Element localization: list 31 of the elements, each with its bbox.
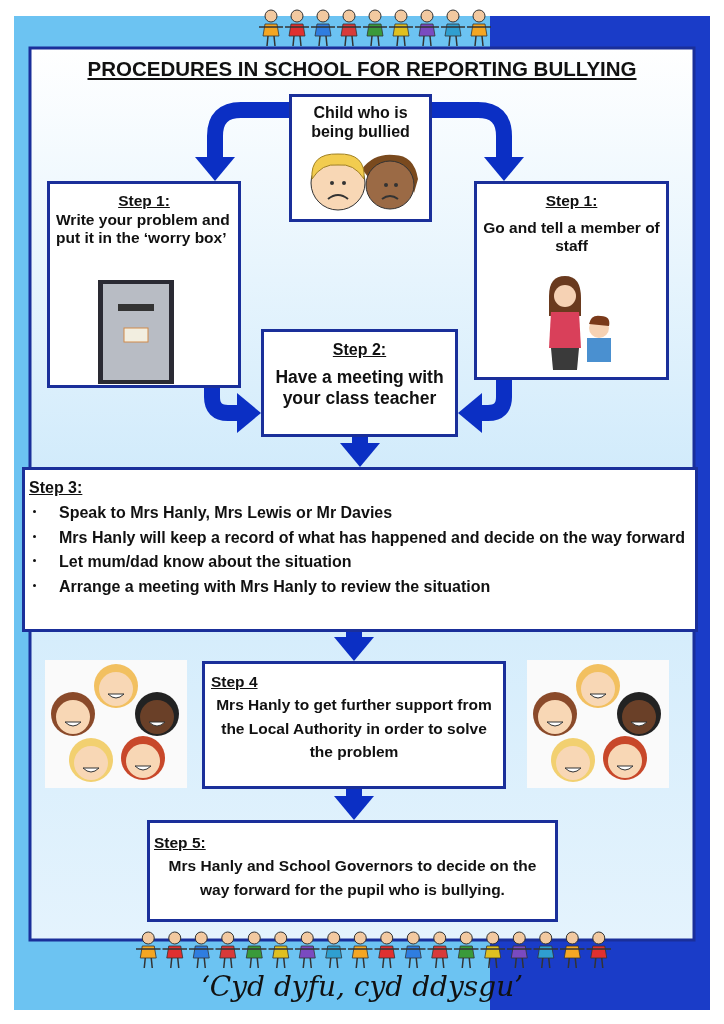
step-text: Speak to Mrs Hanly, Mrs Lewis or Mr Davies bbox=[29, 500, 691, 526]
step-text: Write your problem and put it in the ‘worry box’ bbox=[56, 210, 231, 248]
step-text: Mrs Hanly to get further support from the Local Authority in order to solve the problem bbox=[215, 695, 493, 762]
step-text: Arrange a meeting with Mrs Hanly to review the situation bbox=[29, 575, 691, 600]
flow-arrow bbox=[334, 789, 374, 820]
step-heading: Step 4 bbox=[211, 672, 259, 692]
flow-arrow bbox=[195, 102, 289, 181]
title: PROCEDURES IN SCHOOL FOR REPORTING BULLYING bbox=[86, 57, 638, 81]
flow-arrow bbox=[432, 102, 524, 181]
step-text: Let mum/dad know about the situation bbox=[29, 550, 691, 576]
step-box bbox=[289, 94, 432, 222]
flow-arrow bbox=[458, 380, 512, 433]
step-heading: Step 5: bbox=[154, 833, 207, 853]
step-heading: Step 2: bbox=[331, 340, 388, 360]
step-heading: Step 1: bbox=[117, 192, 171, 211]
step-box bbox=[147, 820, 558, 922]
step-box bbox=[202, 661, 506, 789]
step-box bbox=[474, 181, 669, 380]
flow-arrow bbox=[204, 388, 261, 433]
step-text: Have a meeting with your class teacher bbox=[274, 367, 445, 410]
step-text: Go and tell a member of staff bbox=[483, 218, 660, 256]
step-heading: Step 1: bbox=[544, 192, 599, 211]
box-text: Child who is being bullied bbox=[310, 103, 411, 142]
step-text: Mrs Hanly and School Governors to decide on the way forward for the pupil who is bullying. bbox=[167, 856, 538, 900]
flow-arrow bbox=[340, 437, 380, 467]
flow-arrow bbox=[334, 632, 374, 661]
step-box bbox=[22, 467, 698, 632]
step-text: Mrs Hanly will keep a record of what has happened and decide on the way forward bbox=[29, 525, 691, 551]
step-heading: Step 3: bbox=[29, 478, 84, 498]
step-box bbox=[261, 329, 458, 437]
step-box bbox=[47, 181, 241, 388]
